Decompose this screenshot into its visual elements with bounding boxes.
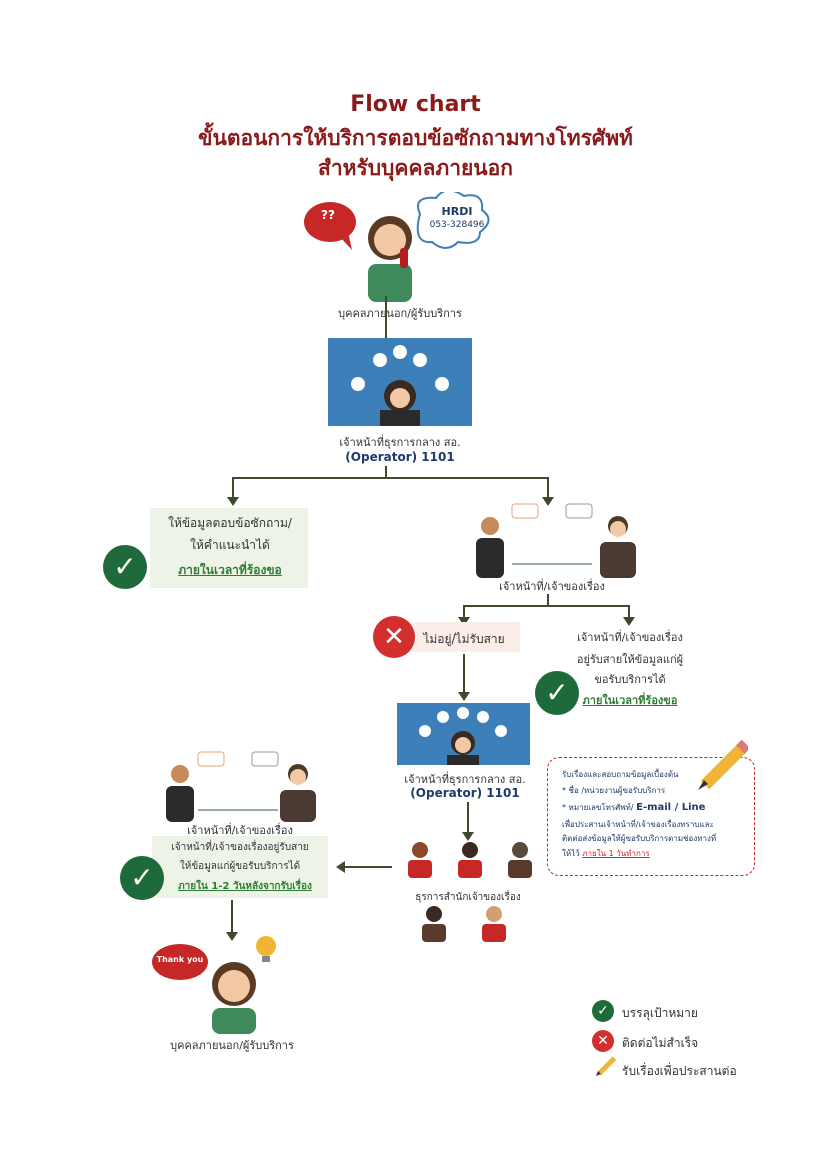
connector-na-down <box>463 605 465 619</box>
callback-line1: เจ้าหน้าที่/เจ้าของเรื่องอยู่รับสาย <box>171 842 309 853</box>
note-box <box>547 757 755 876</box>
note-line5: ติดต่อส่งข้อมูลให้ผู้ขอรับบริการตามช่องท… <box>562 834 717 843</box>
arrowhead-left <box>227 497 239 506</box>
operator2-code: (Operator) 1101 <box>410 786 520 800</box>
chart-subtitle-2: สำหรับบุคคลภายนอก <box>318 156 513 180</box>
legend-check-icon: ✓ <box>592 1000 614 1022</box>
hrdi-cloud <box>416 192 490 249</box>
cross-icon: ✕ <box>373 616 415 658</box>
caller-label: บุคคลภายนอก/ผู้รับบริการ <box>338 307 462 320</box>
caller-phone <box>400 248 408 268</box>
arrowhead-callback <box>336 861 345 873</box>
operator2-label: เจ้าหน้าที่ธุรการกลาง สอ. <box>404 773 526 786</box>
callback-box <box>152 836 328 898</box>
cloud-org-text: HRDI <box>441 205 473 218</box>
note-line2: * ชื่อ /หน่วยงานผู้ขอรับบริการ <box>562 786 666 795</box>
arrowhead-thanks <box>226 932 238 941</box>
caller-illustration <box>304 192 490 302</box>
check-icon-available: ✓ <box>535 671 579 715</box>
staff-illustration-top <box>476 503 636 578</box>
caller-body <box>368 264 412 302</box>
note-line6: ให้ไว้ ภายใน 1 วันทำการ <box>562 847 752 860</box>
connector-split-2 <box>547 594 549 606</box>
thankyou-illustration <box>152 936 276 1034</box>
arrowhead-office <box>462 832 474 841</box>
note-line1: รับเรื่องและสอบถามข้อมูลเบื้องต้น <box>562 770 679 779</box>
note-line6-b: ภายใน 1 วันทำการ <box>582 849 650 858</box>
connector-left-down <box>232 477 234 499</box>
callback-line2: ให้ข้อมูลแก่ผู้ขอรับบริการได้ <box>179 861 301 872</box>
connector-caller-operator <box>385 296 387 338</box>
note-line3-b: E-mail / Line <box>636 802 706 813</box>
connector-operator-office <box>467 802 469 834</box>
bottom-caller-label: บุคคลภายนอก/ผู้รับบริการ <box>170 1039 294 1052</box>
check-icon: ✓ <box>103 545 147 589</box>
question-bubble-shape <box>304 202 356 242</box>
legend-pencil-icon <box>596 1056 616 1076</box>
info-left-line1: ให้ข้อมูลตอบข้อซักถาม/ <box>168 516 292 530</box>
info-left-line3: ภายในเวลาที่ร้องขอ <box>178 563 282 577</box>
staff-top-label: เจ้าหน้าที่/เจ้าของเรื่อง <box>499 580 605 593</box>
operator1-label: เจ้าหน้าที่ธุรการกลาง สอ. <box>339 436 461 449</box>
legend-failed: ติดต่อไม่สำเร็จ <box>622 1036 699 1050</box>
thankyou-bubble-shape <box>152 944 208 980</box>
office-staff-illustration <box>408 842 532 942</box>
thankyou-text: Thank you <box>156 955 204 964</box>
available-line1: เจ้าหน้าที่/เจ้าของเรื่อง <box>577 631 683 644</box>
connector-callback-thanks <box>231 900 233 934</box>
chart-subtitle-1: ขั้นตอนการให้บริการตอบข้อซักถามทางโทรศัพ… <box>198 126 633 150</box>
pencil-icon <box>698 740 748 790</box>
arrowhead-na <box>458 617 470 626</box>
staff-bottom-label: เจ้าหน้าที่/เจ้าของเรื่อง <box>187 824 293 837</box>
legend-cross-icon: ✕ <box>592 1030 614 1052</box>
connector-split <box>385 466 387 478</box>
chart-title: Flow chart <box>350 92 481 117</box>
office-label: ธุรการสำนักเจ้าของเรื่อง <box>415 892 521 903</box>
available-line3: ขอรับบริการได้ <box>594 673 666 686</box>
arrowhead-operator2 <box>458 692 470 701</box>
arrowhead-av <box>623 617 635 626</box>
connector-horizontal-1 <box>232 477 548 479</box>
operator1-code: (Operator) 1101 <box>345 450 455 464</box>
connector-av-down <box>628 605 630 619</box>
note-line3-a: * หมายเลขโทรศัพท์/ <box>562 803 634 812</box>
available-line4: ภายในเวลาที่ร้องขอ <box>582 694 678 707</box>
arrowhead-right <box>542 497 554 506</box>
callback-line3: ภายใน 1-2 วันหลังจากรับเรื่อง <box>178 881 312 892</box>
legend-achieved: บรรลุเป้าหมาย <box>622 1006 698 1020</box>
caller-face <box>374 224 406 256</box>
operator-panel-1 <box>328 338 472 426</box>
staff-illustration-bottom <box>166 751 316 822</box>
not-available-text: ไม่อยู่/ไม่รับสาย <box>423 632 505 646</box>
question-bubble-text: ?? <box>321 208 335 222</box>
connector-na-operator <box>463 654 465 694</box>
info-box-left <box>150 508 308 588</box>
connector-right-down <box>547 477 549 499</box>
note-line4: เพื่อประสานเจ้าหน้าที่/เจ้าของเรื่องทราบ… <box>562 820 714 829</box>
not-available-box <box>404 622 520 652</box>
lightbulb-icon <box>256 936 276 956</box>
note-line6-a: ให้ไว้ <box>562 849 580 858</box>
cloud-phone-text: 053-328496 <box>429 220 485 230</box>
check-icon-callback: ✓ <box>120 856 164 900</box>
note-line3: * หมายเลขโทรศัพท์/ E-mail / Line <box>562 801 742 814</box>
connector-office-callback <box>344 866 392 868</box>
operator-panel-2 <box>397 703 530 765</box>
info-left-line2: ให้คำแนะนำได้ <box>190 538 270 552</box>
available-line2: อยู่รับสายให้ข้อมูลแก่ผู้ <box>576 653 684 666</box>
legend-forward: รับเรื่องเพื่อประสานต่อ <box>622 1064 737 1078</box>
connector-horizontal-2 <box>463 605 630 607</box>
